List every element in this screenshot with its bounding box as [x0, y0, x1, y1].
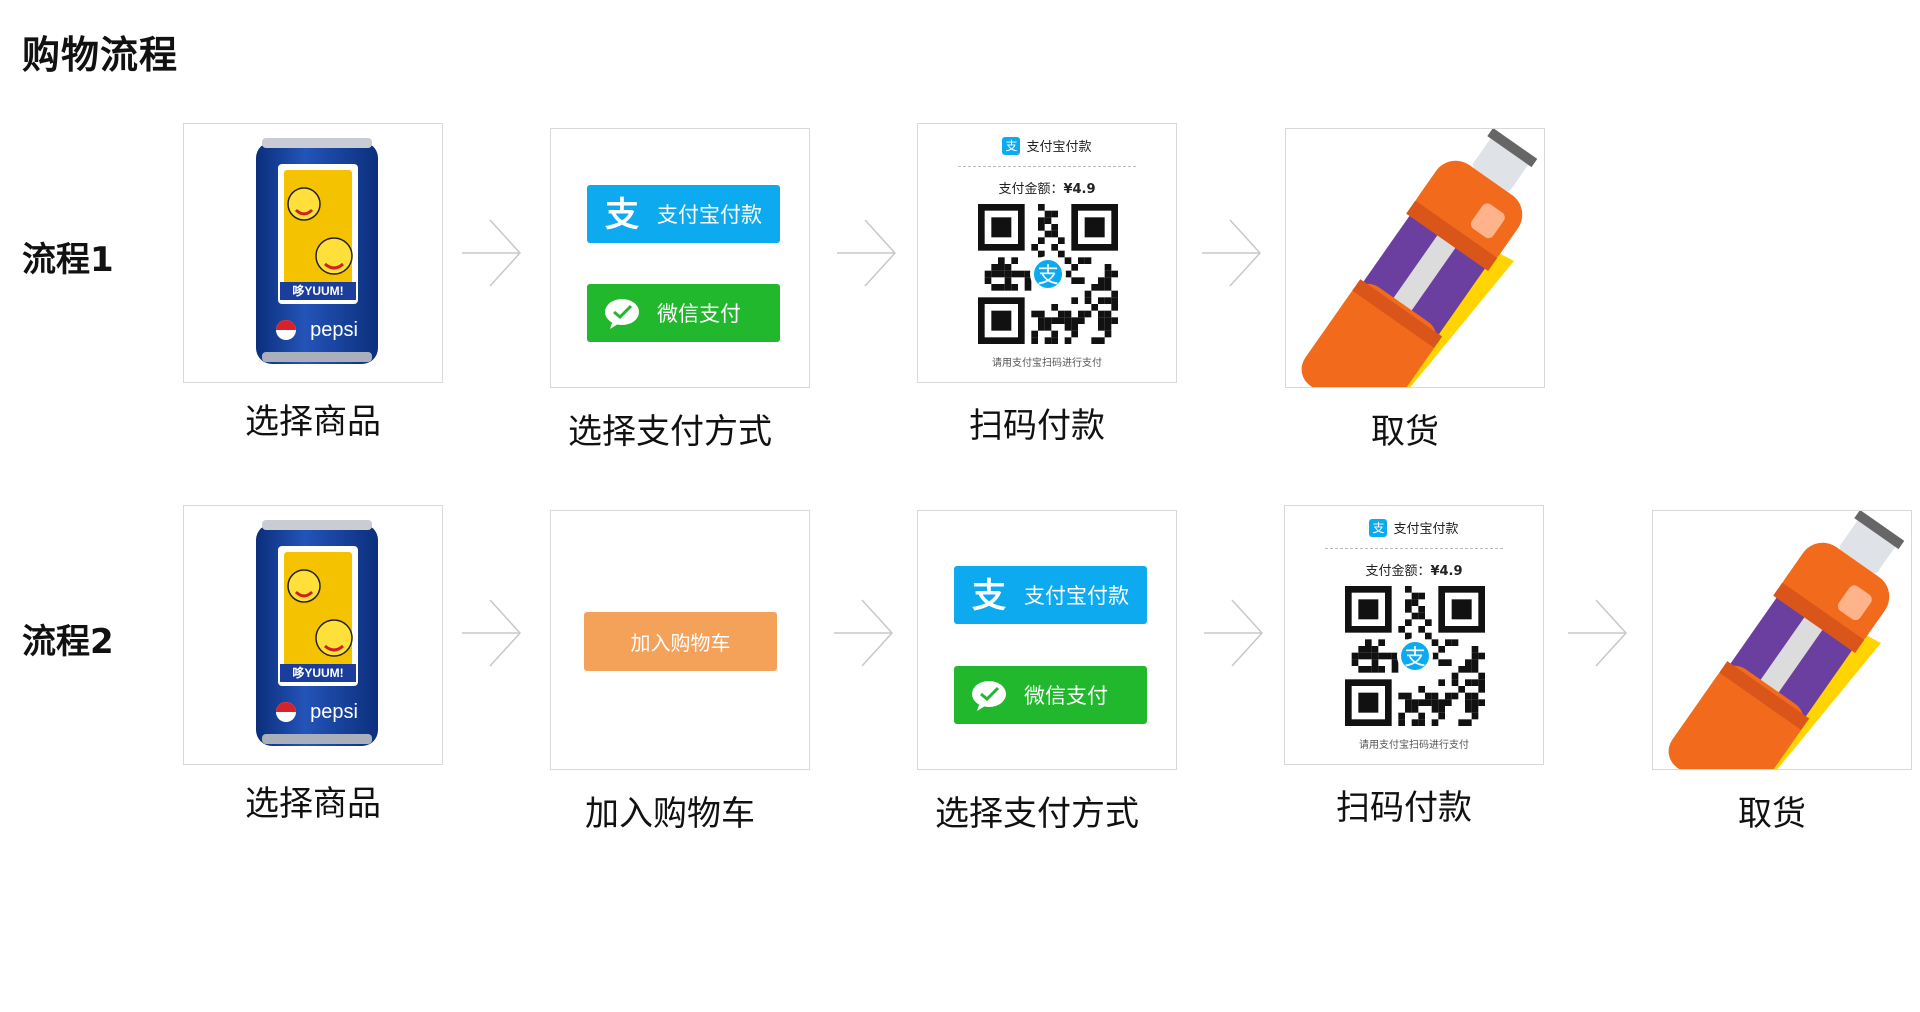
wechat-pay-button[interactable]: 微信支付 — [954, 666, 1147, 724]
wechat-logo-icon — [954, 678, 1024, 712]
alipay-label: 支付宝付款 — [1024, 584, 1129, 608]
pickup-card — [1285, 128, 1545, 388]
divider — [1325, 548, 1503, 549]
arrow-right-icon — [837, 219, 897, 287]
bottle-icon — [1668, 511, 1905, 769]
qr-code-icon[interactable]: 支 — [1345, 586, 1485, 726]
arrow-right-icon — [462, 219, 522, 287]
step-label: 选择商品 — [245, 402, 381, 442]
page-title: 购物流程 — [22, 33, 179, 77]
step-label: 选择支付方式 — [568, 412, 772, 452]
step-label: 取货 — [1371, 412, 1439, 452]
wechat-label: 微信支付 — [1024, 684, 1108, 708]
step-label: 扫码付款 — [1336, 788, 1472, 828]
arrow-right-icon — [1204, 599, 1264, 667]
row-label-1: 流程1 — [22, 240, 114, 280]
pepsi-can-icon: 哆YUUM! pepsi — [256, 520, 378, 746]
alipay-button[interactable]: 支 支付宝付款 — [954, 566, 1147, 624]
can-brand: pepsi — [310, 319, 358, 341]
alipay-logo-icon: 支 — [1369, 518, 1388, 537]
qr-hint: 请用支付宝扫码进行支付 — [1359, 740, 1469, 751]
payment-card: 支 支付宝付款 微信支付 — [917, 510, 1177, 770]
alipay-label: 支付宝付款 — [657, 203, 762, 227]
step-label: 选择商品 — [245, 784, 381, 824]
payment-card: 支 支付宝付款 微信支付 — [550, 128, 810, 388]
arrow-right-icon — [462, 599, 522, 667]
svg-text:支: 支 — [972, 576, 1006, 615]
payment-amount: 支付金额：¥4.9 — [998, 182, 1096, 197]
alipay-logo-icon: 支 — [954, 575, 1024, 615]
divider — [958, 166, 1136, 167]
cart-card: 加入购物车 — [550, 510, 810, 770]
can-slogan: 哆YUUM! — [292, 665, 343, 680]
step-label: 加入购物车 — [585, 794, 755, 834]
qr-payment-card: 支 支付宝付款 支付金额：¥4.9 支 请用支付宝扫码进行支付 — [917, 123, 1177, 383]
qr-header: 支付宝付款 — [1026, 140, 1092, 155]
arrow-right-icon — [1568, 599, 1628, 667]
wechat-pay-button[interactable]: 微信支付 — [587, 284, 780, 342]
alipay-logo-icon: 支 — [587, 194, 657, 234]
svg-text:支: 支 — [1404, 646, 1425, 671]
qr-payment-card: 支 支付宝付款 支付金额：¥4.9 支 请用支付宝扫码进行支付 — [1284, 505, 1544, 765]
qr-code-icon[interactable]: 支 — [978, 204, 1118, 344]
pepsi-can-icon: 哆YUUM! pepsi — [256, 138, 378, 364]
wechat-logo-icon — [587, 296, 657, 330]
svg-text:支: 支 — [1037, 264, 1058, 289]
bottle-icon — [1301, 129, 1538, 387]
arrow-right-icon — [834, 599, 894, 667]
product-card[interactable]: 哆YUUM! pepsi — [183, 505, 443, 765]
can-slogan: 哆YUUM! — [292, 283, 343, 298]
step-label: 扫码付款 — [969, 406, 1105, 446]
step-label: 取货 — [1738, 794, 1806, 834]
qr-header: 支付宝付款 — [1393, 522, 1459, 537]
row-label-2: 流程2 — [22, 622, 114, 662]
product-card[interactable]: 哆YUUM! pepsi — [183, 123, 443, 383]
svg-text:支: 支 — [605, 195, 639, 234]
can-brand: pepsi — [310, 701, 358, 723]
qr-hint: 请用支付宝扫码进行支付 — [992, 358, 1102, 369]
arrow-right-icon — [1202, 219, 1262, 287]
step-label: 选择支付方式 — [935, 794, 1139, 834]
alipay-logo-icon: 支 — [1002, 136, 1021, 155]
add-to-cart-button[interactable]: 加入购物车 — [584, 612, 777, 671]
payment-amount: 支付金额：¥4.9 — [1365, 564, 1463, 579]
wechat-label: 微信支付 — [657, 302, 741, 326]
alipay-button[interactable]: 支 支付宝付款 — [587, 185, 780, 243]
pickup-card — [1652, 510, 1912, 770]
